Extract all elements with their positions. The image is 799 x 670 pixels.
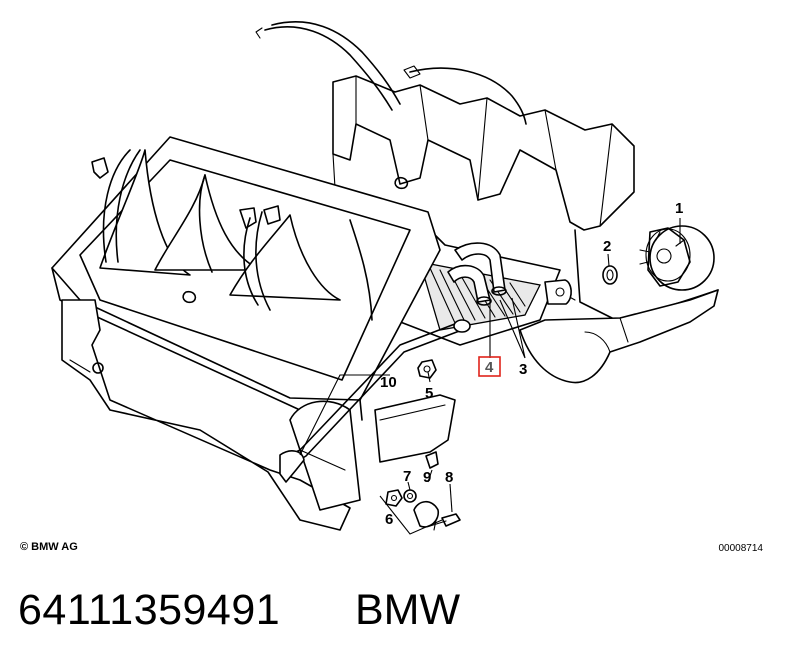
lower-tray xyxy=(519,289,719,384)
parts-diagram: 1 2 3 4 5 6 7 8 9 10 xyxy=(51,21,719,535)
part-number: 64111359491 xyxy=(18,586,281,634)
callout-4: 4 xyxy=(485,359,494,376)
control-cables xyxy=(255,21,527,125)
misc-bolts xyxy=(182,176,409,304)
heater-pipes xyxy=(447,242,572,306)
lower-duct xyxy=(61,299,456,531)
small-fasteners xyxy=(385,451,461,531)
brand-name: BMW xyxy=(355,586,461,634)
front-housing xyxy=(51,136,441,441)
seal-ring xyxy=(602,265,618,285)
callout-10: 10 xyxy=(380,374,397,391)
drawing-id: 00008714 xyxy=(718,543,764,554)
clips xyxy=(91,157,281,229)
nut xyxy=(417,359,437,379)
callout-2: 2 xyxy=(603,238,611,255)
callout-1: 1 xyxy=(675,200,683,217)
control-rod xyxy=(279,319,471,483)
leader-lines xyxy=(299,218,681,535)
callouts: 1 2 3 4 5 6 7 8 9 10 xyxy=(380,200,683,528)
callout-9: 9 xyxy=(423,469,431,486)
copyright-notice: © BMW AG xyxy=(20,541,78,553)
blower-motor xyxy=(639,225,715,291)
callout-6: 6 xyxy=(385,511,393,528)
callout-7: 7 xyxy=(403,468,411,485)
callout-3: 3 xyxy=(519,361,527,378)
callout-8: 8 xyxy=(445,469,453,486)
highlight-box xyxy=(478,356,501,377)
callout-5: 5 xyxy=(425,385,433,402)
